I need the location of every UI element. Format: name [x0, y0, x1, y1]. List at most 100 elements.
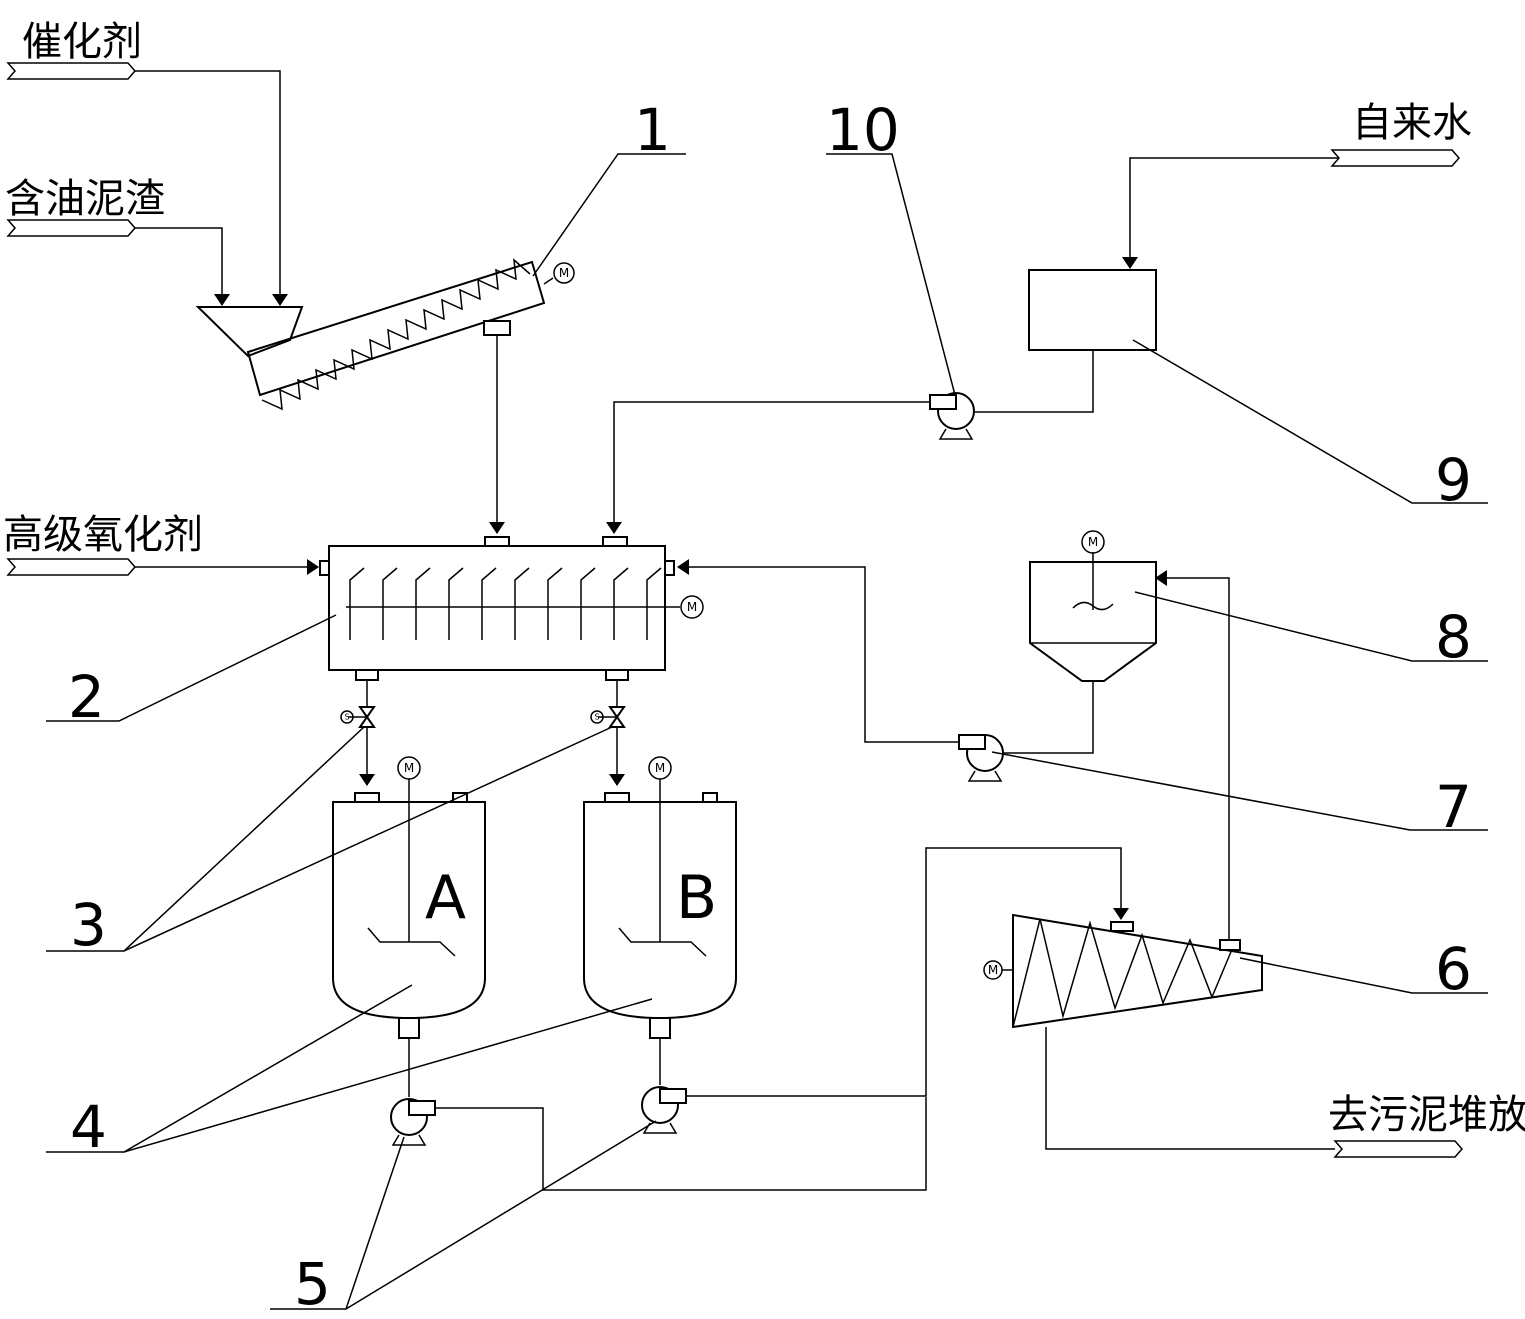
recycle-to-reactor-line — [677, 559, 959, 743]
tank-a-motor-icon — [397, 756, 421, 780]
callout-number-2: 2 — [68, 663, 105, 731]
sludge-yard-output: 去污泥堆放场 — [1328, 1092, 1525, 1158]
oily-sludge-input: 含油泥渣 — [5, 176, 165, 237]
tank-a: M A — [332, 756, 486, 1039]
tank-b-impeller — [618, 927, 707, 957]
tank-a-label: A — [425, 863, 466, 933]
reactor-outlet-b — [605, 669, 629, 681]
centrifuge-motor-icon — [983, 960, 1003, 980]
pump-5a — [390, 1038, 436, 1146]
catalyst-feed-line — [135, 70, 288, 306]
sludge-yard-flag — [1333, 1140, 1463, 1158]
motor-symbol: M — [1088, 535, 1098, 549]
liquid-level-icon — [1072, 601, 1114, 611]
water-tank-outlet-line — [974, 350, 1094, 413]
centrifuge-liquid-outlet — [1219, 939, 1241, 951]
reactor-oxidant-nozzle — [319, 560, 330, 576]
tank-b: M B — [583, 756, 737, 1039]
oily-sludge-flag — [6, 219, 136, 237]
tap-water-input: 自来水 — [1330, 100, 1472, 167]
conveyor-motor-icon — [553, 262, 575, 284]
callout-number-7: 7 — [1435, 773, 1472, 841]
tap-water-line — [1122, 157, 1339, 269]
catalyst-label: 催化剂 — [22, 19, 142, 65]
motor-symbol: M — [988, 963, 998, 977]
agitator-paddles — [349, 567, 662, 640]
callout-number-8: 8 — [1435, 603, 1472, 671]
motor-symbol: M — [559, 266, 569, 280]
pump-a-discharge-line — [435, 1097, 927, 1191]
valve-symbol: S — [344, 713, 349, 722]
oxidant-flag — [6, 558, 136, 576]
pump-10-discharge — [929, 394, 957, 410]
pump-a-base — [391, 1134, 427, 1146]
feed-hopper — [195, 306, 304, 358]
settling-tank-motor-icon — [1081, 530, 1105, 554]
oxidant-input: 高级氧化剂 — [3, 512, 203, 576]
callout-5: 5 — [270, 1120, 657, 1318]
pump-7 — [958, 734, 1004, 782]
water-tank-9 — [1028, 269, 1157, 351]
oily-sludge-label: 含油泥渣 — [5, 176, 165, 222]
pump-b-discharge — [659, 1088, 687, 1104]
solenoid-icon-b — [590, 710, 604, 724]
callout-number-6: 6 — [1435, 935, 1472, 1003]
valve-symbol: S — [594, 713, 599, 722]
motor-symbol: M — [404, 761, 414, 775]
tank-b-inlet — [604, 792, 630, 803]
tap-water-flag — [1330, 149, 1460, 167]
reactor-recycle-nozzle — [664, 560, 675, 576]
tank8-to-pump7-line — [1003, 681, 1094, 754]
pump-10 — [929, 392, 975, 440]
callout-number-1: 1 — [634, 96, 671, 164]
tank-a-impeller — [367, 927, 456, 957]
reactor-2: M — [319, 536, 704, 681]
settling-tank-8: M — [1029, 530, 1157, 682]
tank-b-label: B — [676, 863, 717, 933]
sludge-discharge-line — [1045, 1027, 1335, 1150]
centrifuge-to-tank8-line — [1155, 570, 1230, 940]
reactor-outlet-a — [355, 669, 379, 681]
tank-a-inlet — [354, 792, 380, 803]
screw-flight — [261, 258, 531, 411]
callout-3: 3 — [46, 726, 613, 959]
catalyst-flag — [6, 62, 136, 80]
pump-b-to-centrifuge-line — [686, 847, 1129, 1097]
motor-symbol: M — [655, 761, 665, 775]
solenoid-icon-a — [340, 710, 354, 724]
reactor-motor-icon — [680, 595, 704, 619]
tap-water-label: 自来水 — [1352, 100, 1472, 146]
callout-6: 6 — [1239, 935, 1488, 1003]
callout-7: 7 — [991, 751, 1488, 841]
callout-1: 1 — [532, 96, 686, 277]
motor-symbol: M — [687, 600, 697, 614]
callout-number-9: 9 — [1435, 446, 1472, 514]
pump-b-base — [642, 1122, 678, 1134]
pump-5b — [641, 1038, 687, 1134]
pump-10-base — [938, 428, 974, 440]
callout-4: 4 — [46, 984, 653, 1161]
centrifuge-screw — [1012, 918, 1234, 1028]
pump-a-discharge — [408, 1100, 436, 1116]
tank-b-outlet — [649, 1017, 671, 1039]
callout-number-5: 5 — [294, 1250, 331, 1318]
motor-shaft — [543, 277, 554, 285]
centrifuge-inlet — [1110, 921, 1134, 932]
conveyor-outlet-nozzle — [483, 320, 511, 336]
centrifuge-6: M — [983, 913, 1263, 1029]
callout-number-3: 3 — [70, 891, 107, 959]
screw-conveyor-1: M — [195, 258, 575, 411]
oxidant-label: 高级氧化剂 — [3, 512, 203, 558]
pump-7-discharge — [958, 734, 986, 750]
callout-9: 9 — [1132, 339, 1488, 514]
reactor-inlet-nozzle — [484, 536, 510, 547]
tank-b-vent — [702, 792, 718, 803]
callout-8: 8 — [1134, 591, 1488, 671]
sludge-yard-label: 去污泥堆放场 — [1328, 1092, 1525, 1138]
reactor-water-nozzle — [602, 536, 628, 547]
sludge-feed-line — [135, 227, 230, 306]
conveyor-body — [246, 260, 546, 397]
callout-number-4: 4 — [70, 1093, 107, 1161]
valve-3b: S — [590, 680, 626, 786]
